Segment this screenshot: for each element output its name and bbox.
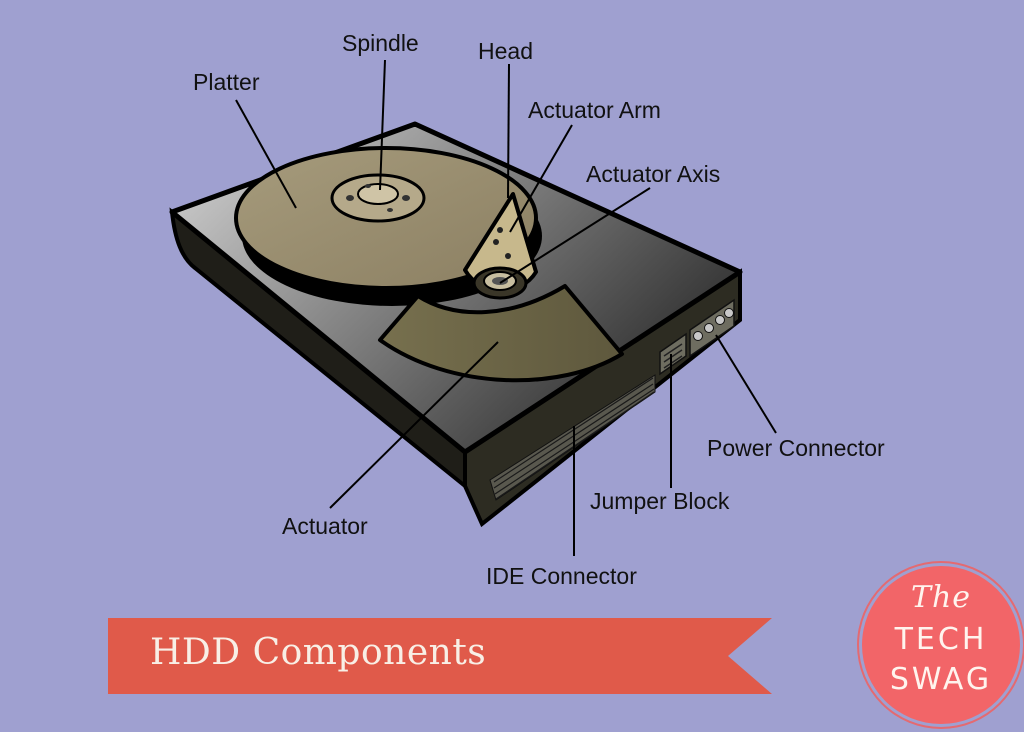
label-actuator: Actuator xyxy=(282,513,368,539)
jumper-block xyxy=(659,332,687,376)
label-ide-connector: IDE Connector xyxy=(486,563,637,589)
tech-swag-logo: The TECH SWAG xyxy=(862,566,1020,724)
logo-line-swag: SWAG xyxy=(889,662,993,697)
leader-actuator-axis xyxy=(499,187,651,284)
leader-actuator-arm xyxy=(509,124,573,233)
power-connector xyxy=(689,298,735,358)
label-head: Head xyxy=(478,38,533,64)
logo-line-the: The xyxy=(910,580,972,615)
actuator xyxy=(378,284,624,383)
label-actuator-axis: Actuator Axis xyxy=(586,161,721,187)
label-actuator-arm: Actuator Arm xyxy=(528,97,661,123)
leader-spindle xyxy=(379,59,386,191)
leader-head xyxy=(507,63,510,199)
leader-lines xyxy=(235,59,777,556)
platter xyxy=(234,146,542,306)
leader-power-connector xyxy=(715,334,777,434)
leader-actuator xyxy=(329,341,499,509)
label-platter: Platter xyxy=(193,69,260,95)
label-power-connector: Power Connector xyxy=(707,435,885,461)
title-banner xyxy=(108,618,772,694)
logo-line-tech: TECH xyxy=(894,622,988,657)
case-left-face xyxy=(169,207,467,491)
label-spindle: Spindle xyxy=(342,30,419,56)
banner-title: HDD Components xyxy=(150,632,487,673)
spindle xyxy=(330,173,426,223)
leader-platter xyxy=(235,99,297,209)
label-jumper-block: Jumper Block xyxy=(590,488,730,514)
